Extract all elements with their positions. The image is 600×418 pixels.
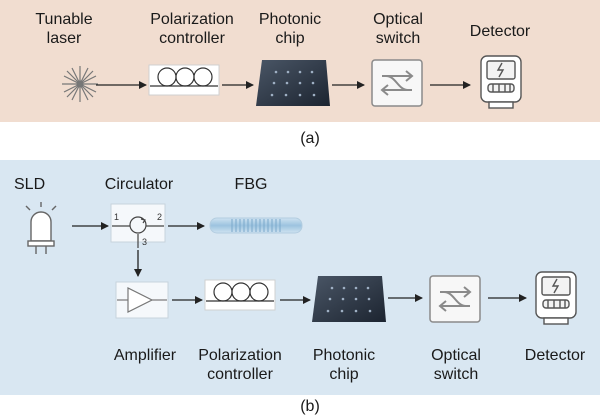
label-line: FBG bbox=[234, 176, 268, 193]
label-polarization-controller-b: Polarization controller bbox=[180, 346, 300, 384]
label-line: controller bbox=[159, 30, 225, 47]
label-line: chip bbox=[329, 366, 359, 383]
amplifier-icon bbox=[115, 281, 169, 319]
label-detector-a: Detector bbox=[455, 22, 545, 41]
label-line: Detector bbox=[469, 23, 531, 40]
label-tunable-laser: Tunable laser bbox=[18, 10, 110, 48]
label-line: Photonic bbox=[312, 347, 376, 364]
photonic-chip-b-icon bbox=[312, 276, 386, 322]
laser-icon bbox=[62, 66, 98, 102]
label-line: SLD bbox=[14, 176, 46, 193]
polarization-controller-b-icon bbox=[204, 279, 276, 311]
panel-b-background bbox=[0, 160, 600, 395]
label-line: switch bbox=[375, 30, 421, 47]
label-line: Circulator bbox=[104, 176, 174, 193]
caption-a: (a) bbox=[300, 130, 320, 147]
label-polarization-controller-a: Polarization controller bbox=[132, 10, 252, 48]
label-line: Polarization bbox=[150, 11, 234, 28]
label-line: Amplifier bbox=[113, 347, 177, 364]
label-line: chip bbox=[275, 30, 305, 47]
optical-switch-b-icon bbox=[429, 275, 481, 323]
label-line: Optical bbox=[373, 11, 423, 28]
label-line: switch bbox=[433, 366, 479, 383]
polarization-controller-a-icon bbox=[148, 64, 220, 96]
label-line: Polarization bbox=[198, 347, 282, 364]
label-line: laser bbox=[46, 30, 82, 47]
photonic-chip-a-icon bbox=[256, 60, 330, 106]
circulator-port-1: 1 bbox=[114, 212, 119, 222]
label-fbg: FBG bbox=[226, 175, 276, 194]
circulator-port-2: 2 bbox=[157, 212, 162, 222]
label-line: Tunable bbox=[35, 11, 93, 28]
label-detector-b: Detector bbox=[510, 346, 600, 365]
fbg-icon bbox=[209, 217, 303, 234]
circulator-port-3: 3 bbox=[142, 237, 147, 247]
label-line: Detector bbox=[524, 347, 586, 364]
label-photonic-chip-a: Photonic chip bbox=[252, 10, 328, 48]
detector-a-icon bbox=[480, 55, 522, 109]
label-line: controller bbox=[207, 366, 273, 383]
label-optical-switch-a: Optical switch bbox=[360, 10, 436, 48]
detector-b-icon bbox=[535, 271, 577, 325]
label-amplifier: Amplifier bbox=[100, 346, 190, 365]
label-line: Optical bbox=[431, 347, 481, 364]
label-sld: SLD bbox=[14, 175, 64, 194]
label-line: Photonic bbox=[258, 11, 322, 28]
circulator-icon: 1 2 3 bbox=[110, 203, 166, 248]
label-photonic-chip-b: Photonic chip bbox=[306, 346, 382, 384]
label-circulator: Circulator bbox=[94, 175, 184, 194]
caption-b: (b) bbox=[300, 398, 320, 415]
optical-switch-a-icon bbox=[371, 59, 423, 107]
label-optical-switch-b: Optical switch bbox=[418, 346, 494, 384]
sld-icon bbox=[25, 202, 57, 254]
